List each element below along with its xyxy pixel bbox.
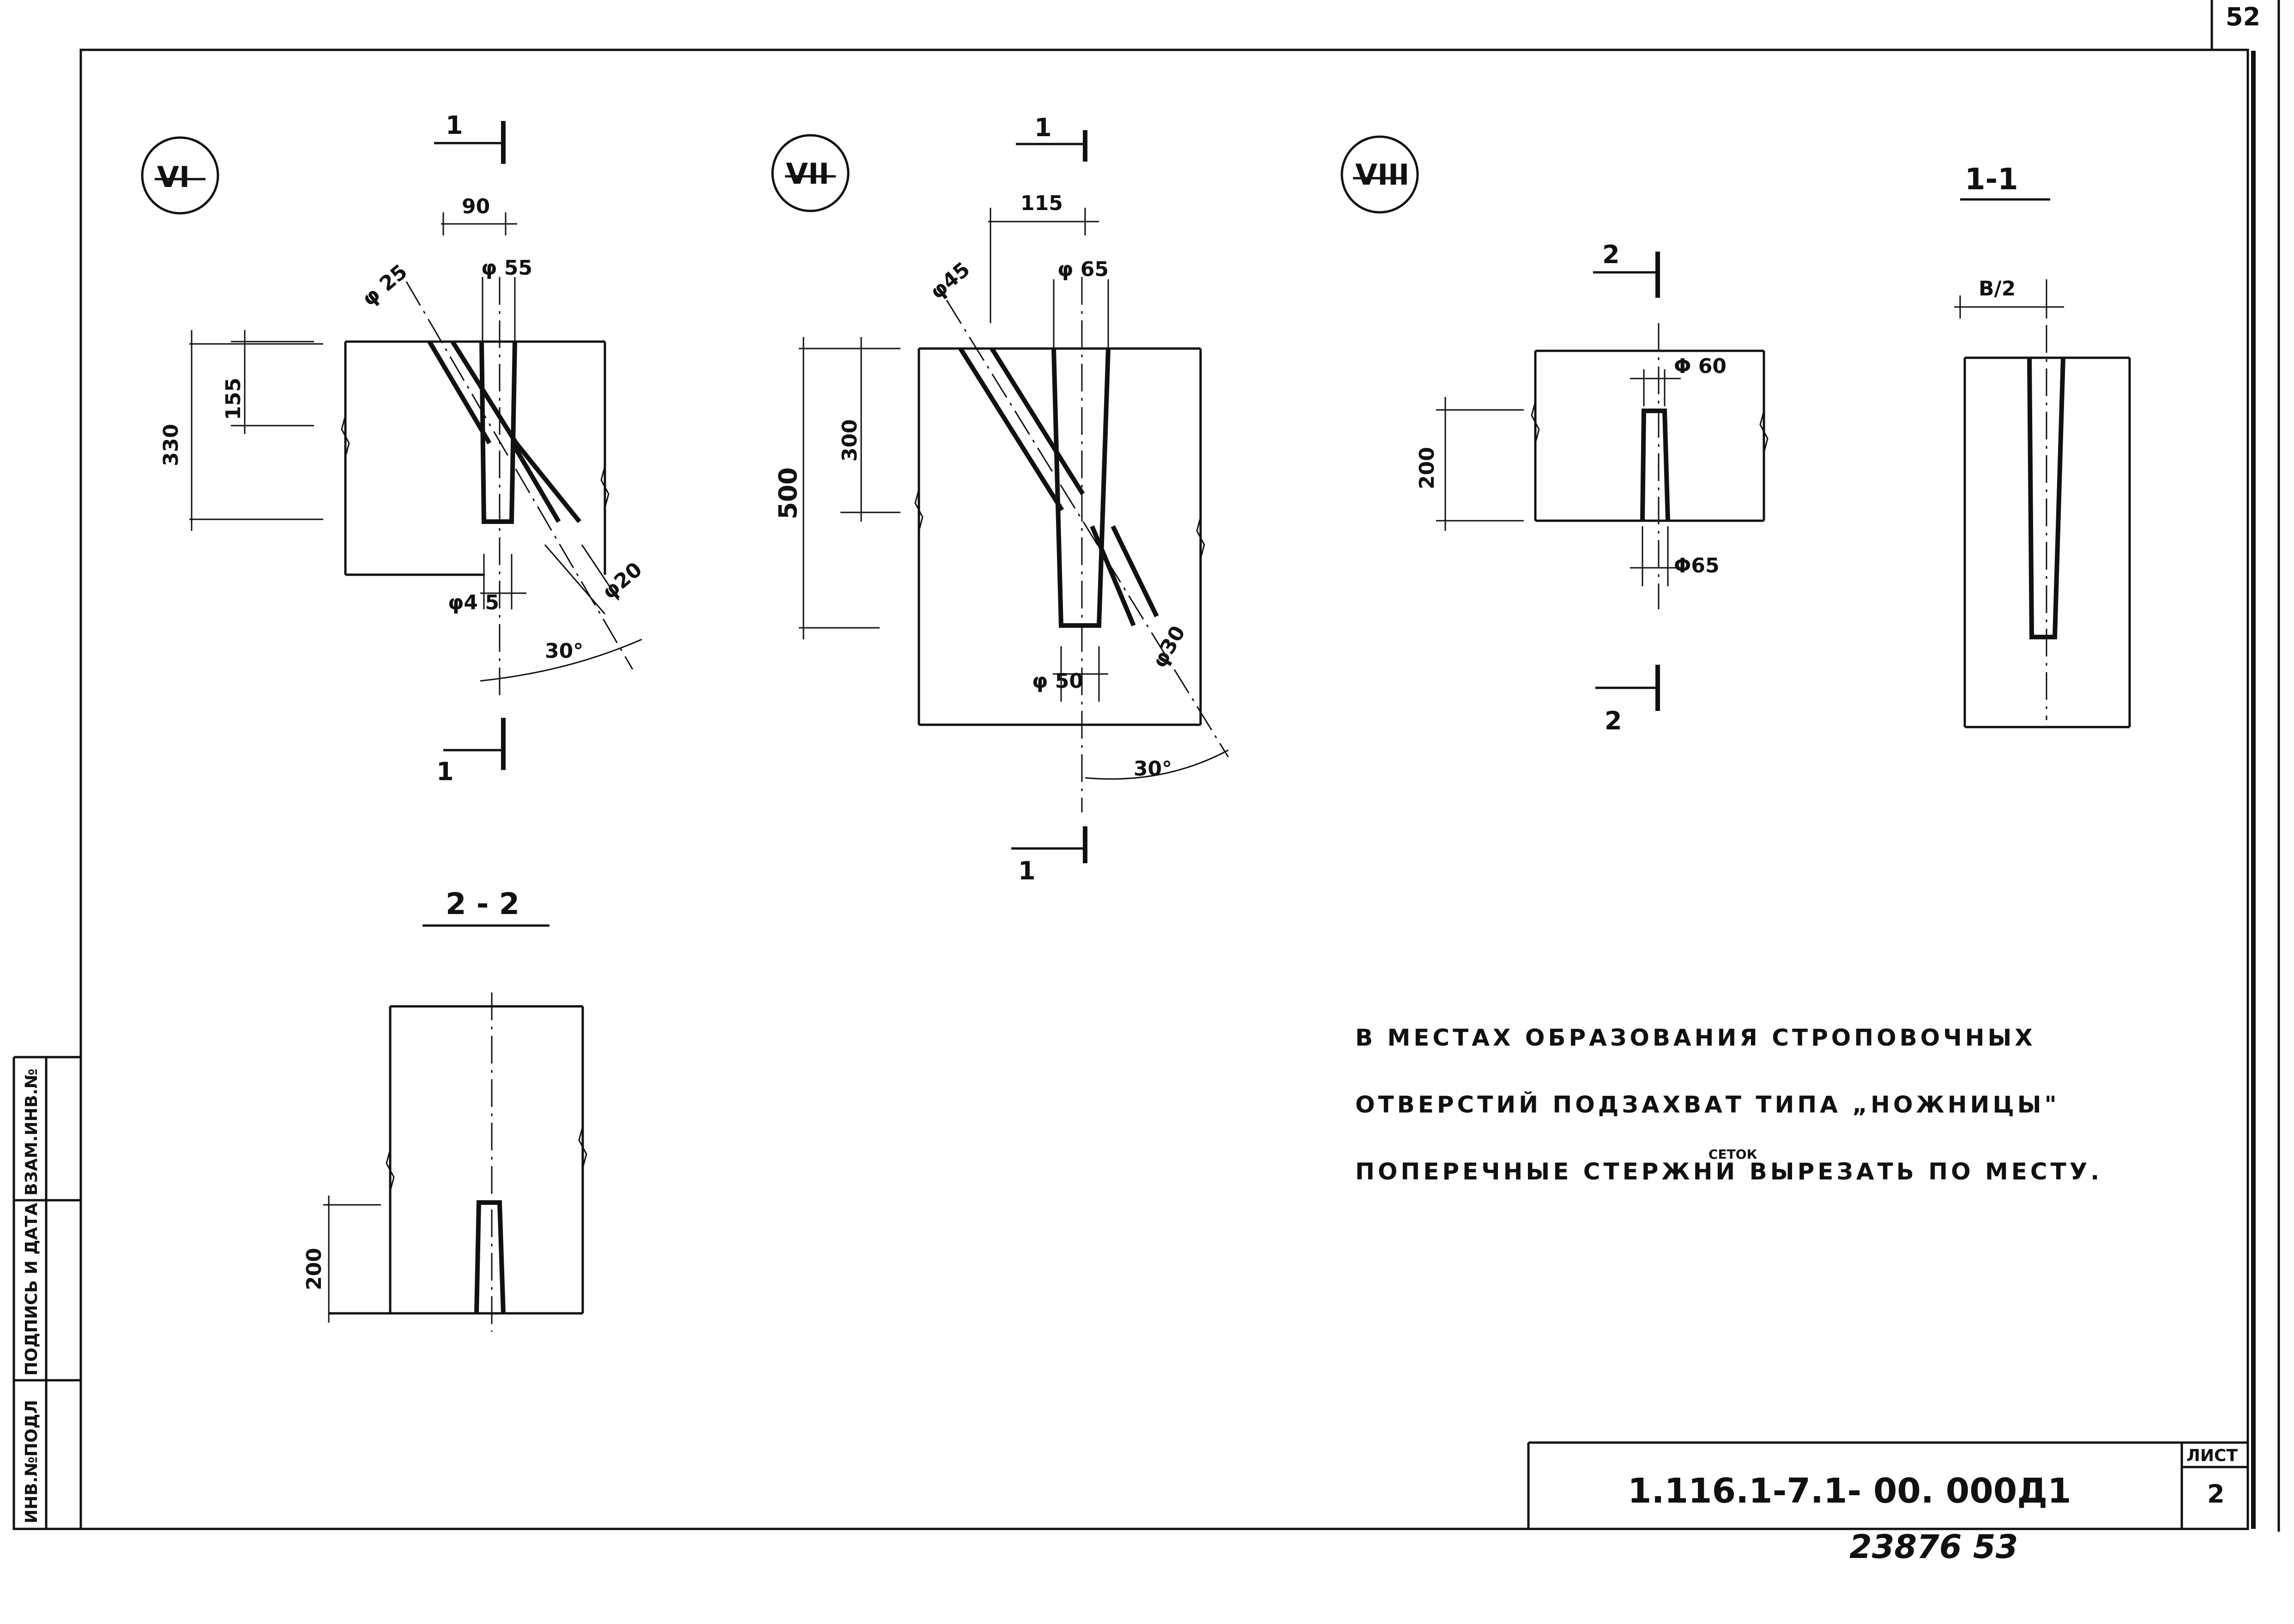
note-line-1: В МЕСТАХ ОБРАЗОВАНИЯ СТРОПОВОЧНЫХ (1355, 1024, 2036, 1051)
detail-vi-dim-angle: 30° (545, 639, 583, 663)
section-2-2-dim: 200 (302, 1248, 326, 1290)
detail-vii-dim-dia65: φ 65 (1057, 258, 1109, 281)
detail-vi-dim-330: 330 (159, 424, 183, 466)
section-2-2-title: 2 - 2 (446, 887, 519, 921)
detail-vii-dim-dia45: φ45 (925, 258, 974, 304)
section-1-1: 1-1 B/2 (1954, 162, 2131, 728)
side-stamp: ИНВ.№ПОДЛ ПОДПИСЬ И ДАТА ВЗАМ.ИНВ.№ (12, 1056, 81, 1530)
stamp-inv-no: ИНВ.№ПОДЛ (22, 1400, 41, 1523)
detail-vii-dim-dia30: φ30 (1147, 622, 1190, 672)
detail-vi-dim-90: 90 (462, 195, 490, 218)
note-block: В МЕСТАХ ОБРАЗОВАНИЯ СТРОПОВОЧНЫХ ОТВЕРС… (1355, 1024, 2102, 1185)
detail-vi-dim-dia25: φ 25 (357, 260, 412, 311)
section-1-1-title: 1-1 (1965, 162, 2018, 197)
sheet-frame (79, 0, 2280, 1532)
detail-viii-cut-bottom: 2 (1605, 706, 1622, 735)
detail-viii-label: VIII (1355, 158, 1409, 192)
stamp-replaced-inv: ВЗАМ.ИНВ.№ (22, 1069, 41, 1196)
note-line-3: ПОПЕРЕЧНЫЕ СТЕРЖНИ ВЫРЕЗАТЬ ПО МЕСТУ. (1355, 1158, 2102, 1185)
detail-vi-cut-bottom: 1 (436, 757, 454, 786)
detail-vii-cut-top: 1 (1034, 113, 1052, 142)
detail-vi-dim-dia55: φ 55 (481, 256, 532, 280)
detail-viii-cut-top: 2 (1602, 240, 1620, 269)
detail-vii-label: VII (786, 157, 829, 191)
detail-viii-dim-200: 200 (1415, 447, 1439, 489)
detail-vii-dim-300: 300 (838, 419, 862, 462)
detail-vii-dim-115: 115 (1020, 192, 1063, 215)
title-block: 1.116.1-7.1- 00. 000Д1 ЛИСТ 2 (1527, 1441, 2248, 1529)
detail-vi-dim-dia45: φ4 5 (448, 591, 499, 614)
detail-vi-cut-top: 1 (446, 111, 463, 140)
section-2-2: 2 - 2 200 (302, 887, 587, 1332)
detail-vi-dim-155: 155 (222, 378, 245, 420)
section-1-1-dim: B/2 (1979, 277, 2016, 301)
detail-vii-dim-angle: 30° (1134, 757, 1172, 781)
detail-vi: VI 1 1 90 φ 25 φ 55 155 330 φ4 5 (141, 111, 646, 786)
detail-viii-dim-dia65: Φ65 (1674, 554, 1720, 577)
sheet-label: ЛИСТ (2186, 1446, 2238, 1465)
sheet-number: 2 (2207, 1480, 2225, 1509)
detail-viii: VIII 2 2 200 Φ 60 Φ65 (1340, 135, 1769, 735)
note-line-2: ОТВЕРСТИЙ ПОДЗАХВАТ ТИПА „НОЖНИЦЫ" (1355, 1091, 2060, 1118)
page-number: 52 (2226, 2, 2260, 31)
detail-vii-cut-bottom: 1 (1018, 856, 1036, 885)
detail-vii-dim-500: 500 (773, 467, 803, 519)
handwritten-note: 23876 53 (1849, 1528, 2018, 1566)
detail-vii: VII 1 1 115 φ45 φ 65 300 500 φ 50 φ30 (771, 113, 1229, 885)
drawing-code: 1.116.1-7.1- 00. 000Д1 (1628, 1471, 2071, 1511)
detail-vi-label: VI (157, 160, 190, 194)
note-insert: СЕТОК (1708, 1147, 1757, 1162)
detail-vii-dim-dia50: φ 50 (1032, 669, 1083, 693)
detail-viii-dim-dia60: Φ 60 (1674, 355, 1727, 378)
stamp-signature-date: ПОДПИСЬ И ДАТА (22, 1203, 41, 1376)
